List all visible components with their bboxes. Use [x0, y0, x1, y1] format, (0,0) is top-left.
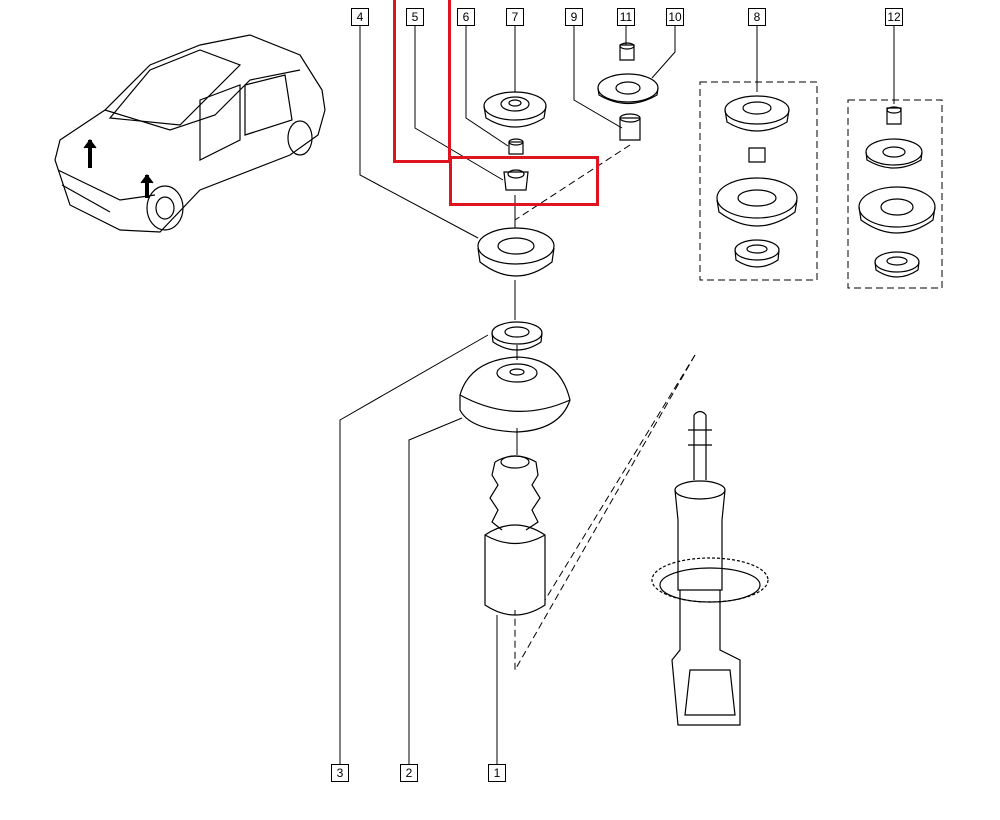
- strut-assembly: [651, 410, 769, 726]
- part-12-variant-kit: [858, 106, 936, 278]
- callout-1[interactable]: 1: [488, 764, 506, 782]
- callout-2[interactable]: 2: [400, 764, 418, 782]
- dashed-lines: [514, 81, 943, 672]
- part-9-spacer: [619, 113, 641, 141]
- callout-8[interactable]: 8: [748, 8, 766, 26]
- part-6-nut: [508, 138, 524, 155]
- callout-4[interactable]: 4: [351, 8, 369, 26]
- part-11-nut: [619, 42, 635, 61]
- car-illustration: [54, 34, 326, 233]
- callout-12[interactable]: 12: [885, 8, 903, 26]
- part-7-cup: [483, 91, 547, 128]
- part-10-washer: [597, 73, 659, 104]
- part-3-bearing: [491, 321, 543, 351]
- part-1-bump-stop-dust-cover: [484, 455, 546, 616]
- part-4-upper-mount: [477, 227, 555, 277]
- callout-10[interactable]: 10: [666, 8, 684, 26]
- part-5-nut: [503, 169, 529, 191]
- callout-3[interactable]: 3: [331, 764, 349, 782]
- highlight-part-5: [449, 156, 599, 206]
- callout-7[interactable]: 7: [506, 8, 524, 26]
- callout-5[interactable]: 5: [406, 8, 424, 26]
- leader-lines: [339, 26, 895, 764]
- callout-9[interactable]: 9: [565, 8, 583, 26]
- highlight-callout-5: [393, 0, 451, 163]
- callout-6[interactable]: 6: [457, 8, 475, 26]
- callout-11[interactable]: 11: [617, 8, 635, 26]
- part-2-spring-seat: [459, 356, 571, 433]
- part-8-variant-kit: [716, 95, 798, 268]
